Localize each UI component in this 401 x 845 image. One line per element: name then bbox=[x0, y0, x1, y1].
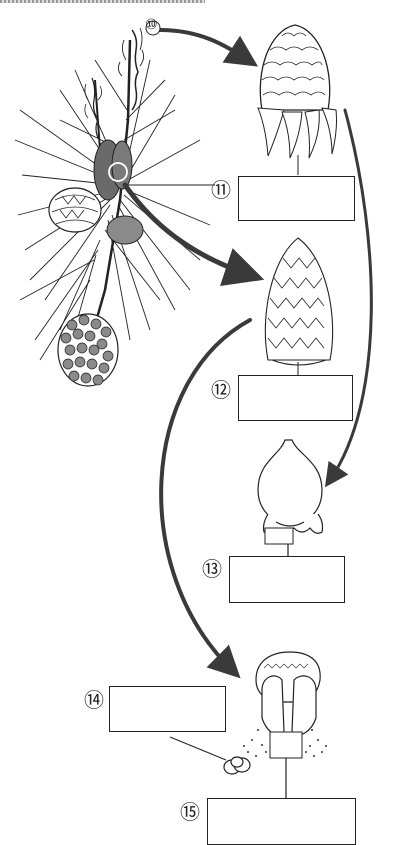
answer-box-13[interactable] bbox=[229, 556, 345, 603]
answer-box-14[interactable] bbox=[109, 686, 226, 732]
label-13: ⑬ bbox=[202, 559, 222, 579]
ovulate-cone-illustration bbox=[265, 238, 332, 365]
label-15: ⑮ bbox=[180, 802, 200, 822]
arrow-to-female-cone bbox=[160, 30, 248, 60]
arrow-to-pollen-scale bbox=[161, 320, 250, 670]
arrow-to-seed-scale bbox=[330, 110, 371, 480]
label-12: ⑫ bbox=[211, 380, 231, 400]
answer-box-12[interactable] bbox=[238, 375, 353, 421]
pine-branch-illustration bbox=[15, 28, 215, 386]
label-14: ⑭ bbox=[84, 690, 104, 710]
label-11: ⑪ bbox=[211, 180, 231, 200]
pointer-label: ⑩ bbox=[145, 18, 158, 32]
female-cone-illustration bbox=[258, 25, 337, 175]
seed-scale-illustration bbox=[258, 440, 323, 556]
answer-box-11[interactable] bbox=[238, 176, 355, 221]
answer-box-15[interactable] bbox=[207, 798, 356, 845]
